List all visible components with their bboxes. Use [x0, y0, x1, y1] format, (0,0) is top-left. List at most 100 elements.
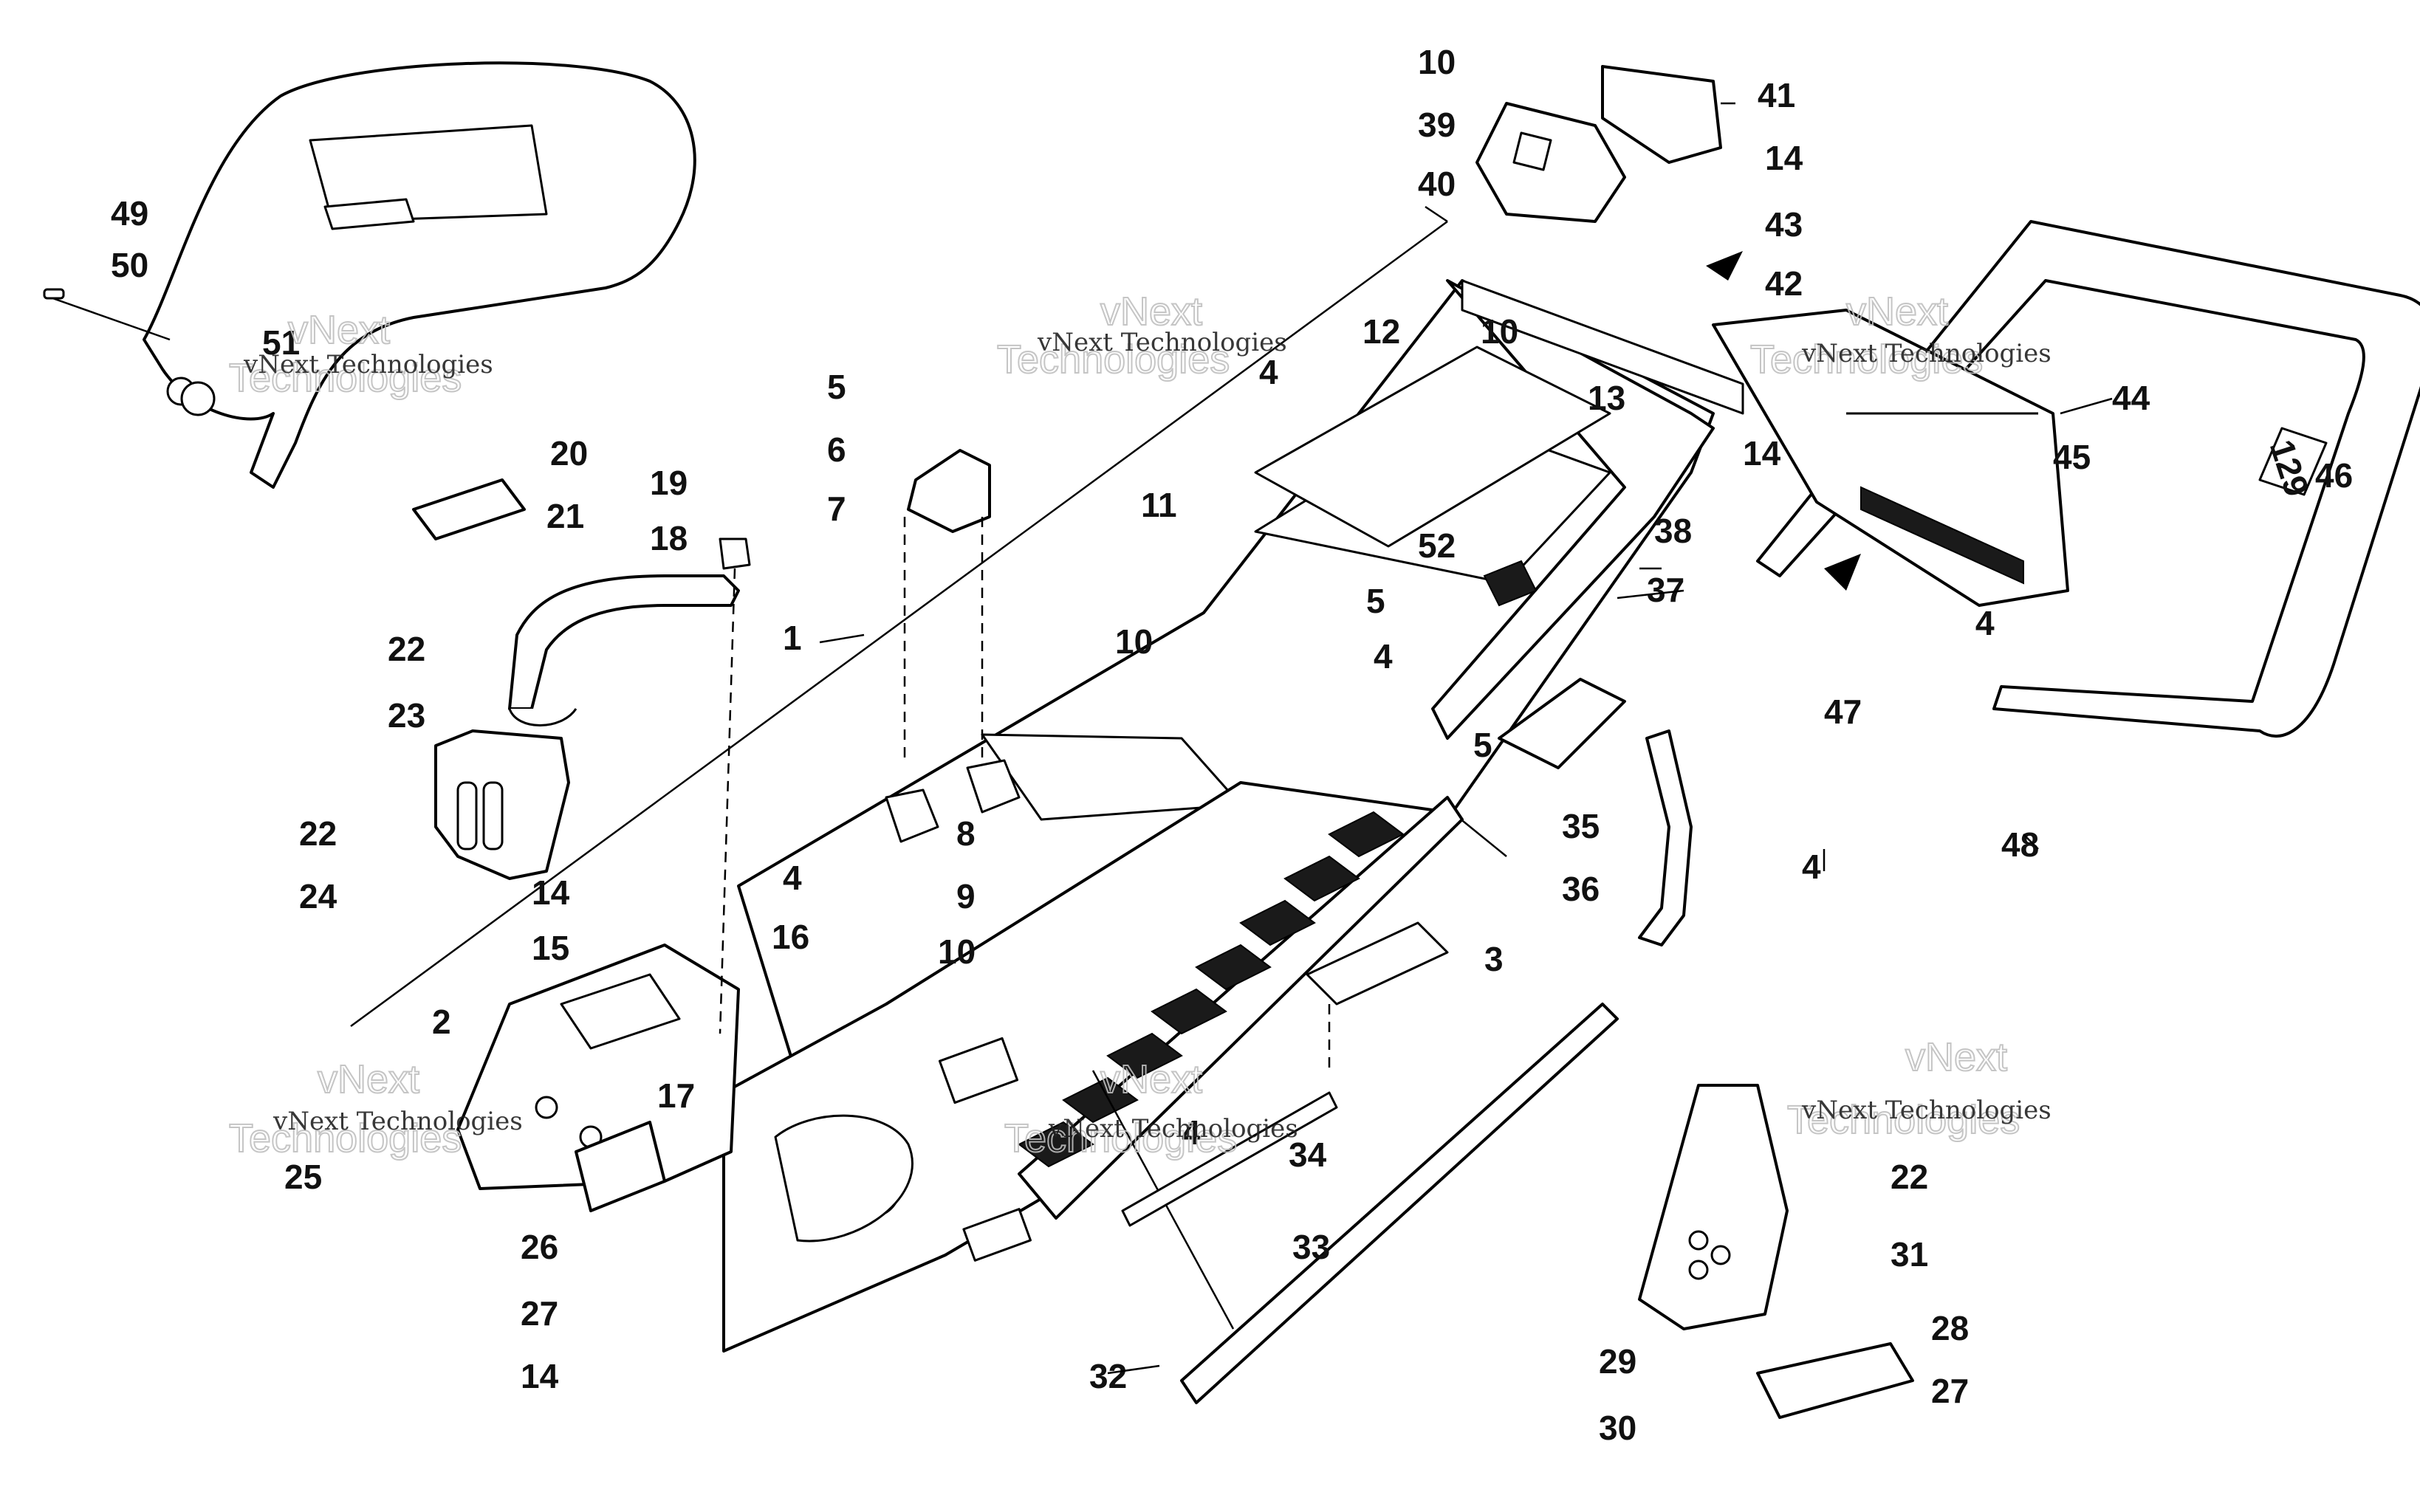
callout-15: 15 [532, 929, 569, 967]
callout-42: 42 [1765, 264, 1803, 303]
callout-32: 32 [1089, 1357, 1127, 1395]
watermark-3-line2: Technologies [1750, 337, 1983, 382]
bracket-20 [412, 478, 526, 540]
seat-fastener-50 [43, 288, 171, 341]
callout-5: 5 [1366, 582, 1385, 620]
callout-43: 43 [1765, 205, 1803, 244]
watermark-2-line2: Technologies [997, 337, 1230, 382]
callout-10: 10 [938, 932, 976, 971]
toe-hold-26 [575, 1121, 666, 1212]
running-board-side [1018, 796, 1464, 1220]
callouts: 1 2 3 4 4 4 4 4 4 4 5 5 5 6 7 8 9 10 10 … [111, 43, 2353, 1447]
watermark-3-line1: vNext [1846, 289, 1948, 334]
callout-10: 10 [1418, 43, 1456, 81]
callout-17: 17 [657, 1076, 695, 1115]
plate-9 [966, 759, 1021, 814]
callout-40: 40 [1418, 165, 1456, 203]
callout-4: 4 [1182, 1113, 1201, 1152]
watermark-5: vNext Technologies vNext Technologies [1004, 1056, 1298, 1161]
strap-34 [1121, 1091, 1338, 1227]
front-bulkhead [456, 944, 740, 1190]
watermark-2-line1: vNext [1100, 289, 1202, 334]
callout-11: 11 [1141, 486, 1177, 524]
callout-24: 24 [299, 877, 337, 915]
callout-49: 49 [111, 194, 148, 233]
callout-12: 12 [1362, 312, 1400, 351]
steering-support-18 [508, 574, 740, 726]
lens-41 [1601, 65, 1722, 164]
light-bracket-40 [1475, 102, 1626, 223]
callout-33: 33 [1292, 1228, 1330, 1266]
callout-5: 5 [1473, 726, 1492, 764]
callout-14: 14 [532, 873, 570, 912]
direction-arrow-upper [1706, 251, 1743, 281]
heat-shield-23 [434, 729, 570, 880]
callout-18: 18 [650, 519, 688, 557]
watermark-5-line1: vNext [1100, 1057, 1202, 1102]
watermark-6-line2: Technologies [1787, 1098, 2020, 1142]
watermark-2-small: vNext Technologies [1037, 328, 1287, 357]
callout-4: 4 [1374, 637, 1393, 676]
watermark-3: vNext Technologies vNext Technologies [1749, 289, 2051, 382]
support-3 [1306, 921, 1449, 1071]
callout-6: 6 [827, 430, 846, 469]
callout-39: 39 [1418, 106, 1456, 144]
callout-8: 8 [956, 814, 976, 853]
callout-4: 4 [1259, 353, 1278, 391]
callout-50: 50 [111, 246, 148, 284]
watermark-2: vNext Technologies vNext Technologies [996, 289, 1287, 382]
callout-52: 52 [1418, 526, 1456, 565]
watermark-1-line2: Technologies [229, 356, 462, 400]
watermark-3-small: vNext Technologies [1801, 339, 2051, 368]
callout-4: 4 [1975, 604, 1995, 642]
watermark-4: vNext Technologies vNext Technologies [228, 1056, 523, 1161]
plate-8 [885, 788, 939, 843]
callout-4: 4 [783, 859, 802, 897]
callout-36: 36 [1562, 870, 1600, 908]
callout-28: 28 [1931, 1309, 1969, 1347]
callout-34: 34 [1289, 1135, 1327, 1174]
callout-13: 13 [1588, 379, 1625, 417]
footrest-29 [1638, 1084, 1789, 1330]
watermark-5-line2: Technologies [1004, 1116, 1237, 1161]
cover-35 [1498, 678, 1626, 769]
callout-41: 41 [1758, 76, 1795, 114]
callout-23: 23 [388, 696, 425, 735]
watermark-1-line1: vNext [288, 308, 390, 352]
rear-bumper-45 [1756, 220, 2420, 738]
callout-4: 4 [1975, 604, 1995, 642]
callout-14: 14 [521, 1357, 559, 1395]
callout-21: 21 [546, 497, 584, 535]
watermark-6: vNext Technologies vNext Technologies [1786, 1034, 2051, 1143]
callout-22: 22 [388, 630, 425, 668]
callout-38: 38 [1654, 512, 1692, 550]
seat [143, 61, 696, 489]
watermark-1-small: vNext Technologies [243, 350, 493, 379]
watermark-5-small: vNext Technologies [1048, 1114, 1298, 1144]
callout-46: 46 [2315, 456, 2353, 495]
callout-22: 22 [299, 814, 337, 853]
tunnel-rear [1254, 279, 1715, 740]
callout-44: 44 [2112, 379, 2150, 417]
nut-19 [719, 537, 751, 1034]
callout-19: 19 [650, 464, 688, 502]
direction-arrow-lower [1824, 554, 1861, 591]
callout-22: 22 [1891, 1158, 1928, 1196]
callout-27: 27 [521, 1294, 558, 1333]
callout-1: 1 [783, 619, 802, 657]
callout-26: 26 [521, 1228, 558, 1266]
callout-29: 29 [1599, 1342, 1636, 1381]
snow-flap-44 [1712, 309, 2069, 607]
watermark-4-line1: vNext [318, 1057, 419, 1102]
callout-16: 16 [772, 918, 809, 956]
callout-20: 20 [550, 434, 588, 472]
leader-lines [819, 102, 2113, 1375]
callout-25: 25 [284, 1158, 322, 1196]
callout-31: 31 [1891, 1235, 1928, 1274]
callout-30: 30 [1599, 1409, 1636, 1447]
callout-9: 9 [956, 877, 976, 915]
watermark-4-line2: Technologies [229, 1116, 462, 1161]
watermark-6-line1: vNext [1905, 1035, 2007, 1079]
callout-51: 51 [262, 323, 300, 362]
